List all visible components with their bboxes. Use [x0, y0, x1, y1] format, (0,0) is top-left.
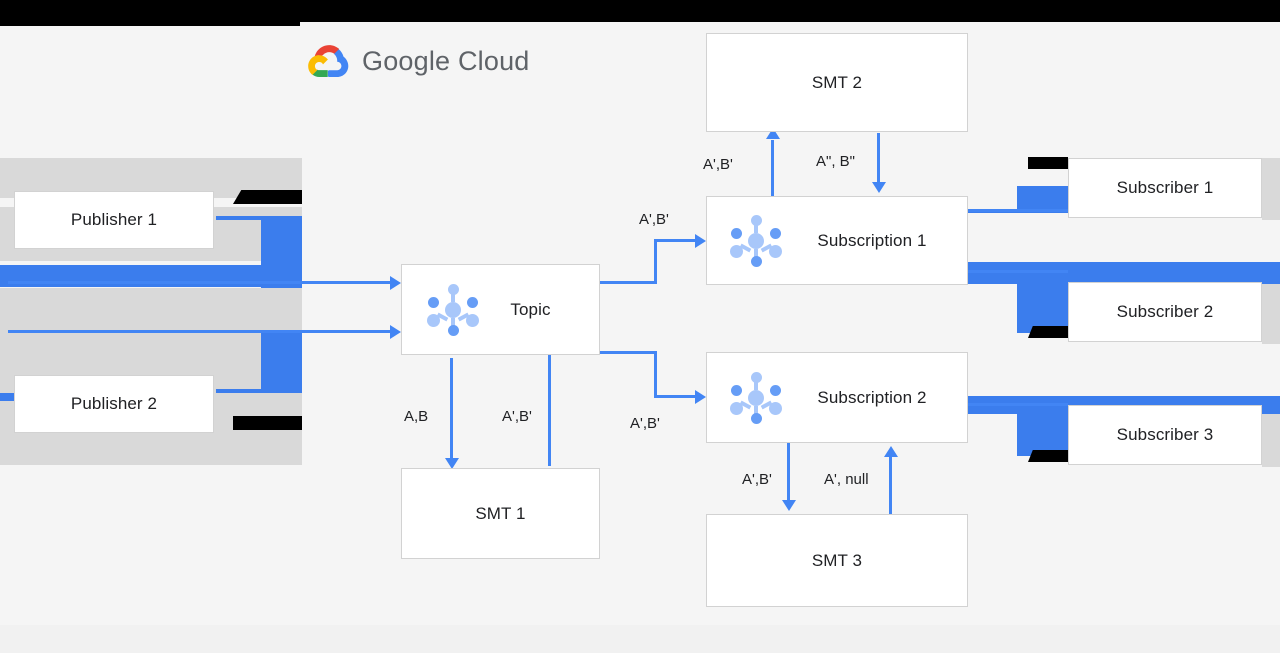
- occlusion-sliver: [1262, 405, 1280, 467]
- edge-smt3-sub2: [889, 456, 892, 518]
- node-subscriber-3[interactable]: Subscriber 3: [1068, 405, 1262, 465]
- edge-sub2-smt3: [787, 443, 790, 505]
- node-subscriber-1[interactable]: Subscriber 1: [1068, 158, 1262, 218]
- top-redaction-bar: [0, 0, 1280, 26]
- node-subscriber-2[interactable]: Subscriber 2: [1068, 282, 1262, 342]
- node-label: Subscription 1: [817, 230, 927, 250]
- node-subscription-2[interactable]: Subscription 2: [706, 352, 968, 443]
- edge-topic-smt1: [450, 358, 453, 463]
- redaction-bar: [1028, 450, 1068, 462]
- node-label: SMT 1: [475, 503, 526, 523]
- edge-topic-sub1: [600, 281, 657, 284]
- arrow-artifact-block: [1017, 186, 1070, 212]
- node-smt-2[interactable]: SMT 2: [706, 33, 968, 132]
- edge-label-topic-smt1: A,B: [404, 408, 429, 425]
- edge-label-topic-sub2: A',B': [630, 415, 660, 432]
- redaction-bar: [1028, 326, 1068, 338]
- edge-publisher2-topic: [8, 330, 398, 333]
- edge-label-smt1-topic: A',B': [502, 408, 532, 425]
- redaction-bar: [233, 416, 302, 430]
- node-label: Topic: [510, 299, 551, 319]
- arrow-artifact-block: [261, 331, 302, 393]
- occlusion-band: [0, 288, 302, 363]
- edge-sub2-subscriber2: [968, 270, 1068, 273]
- edge-label-smt2-sub1: A", B": [816, 153, 855, 170]
- edge-arrowhead: [766, 128, 780, 139]
- node-label: Subscriber 1: [1116, 178, 1214, 197]
- pubsub-hub-icon: [426, 283, 480, 337]
- edge-arrowhead: [445, 458, 459, 469]
- edge-label-smt3-sub2: A', null: [824, 471, 869, 488]
- top-bar-notch: [300, 22, 1280, 28]
- edge-arrowhead: [872, 182, 886, 193]
- node-label: Publisher 1: [70, 210, 158, 229]
- occlusion-sliver: [1262, 158, 1280, 220]
- google-cloud-logo: Google Cloud: [308, 42, 530, 80]
- node-topic[interactable]: Topic: [401, 264, 600, 355]
- edge-arrowhead: [782, 500, 796, 511]
- node-label: SMT 2: [811, 72, 863, 92]
- arrow-artifact-block: [1017, 262, 1070, 332]
- redaction-bar: [1028, 157, 1068, 169]
- edge-publisher1-topic: [8, 281, 398, 284]
- edge-arrowhead: [695, 390, 706, 404]
- pubsub-hub-icon: [729, 371, 783, 425]
- occlusion-band: [0, 363, 302, 370]
- edge-sub2-subscriber3: [968, 403, 1068, 406]
- edge-sub1-subscriber1: [968, 209, 1068, 212]
- arrow-artifact-block: [1017, 396, 1070, 456]
- edge-label-topic-sub1: A',B': [639, 211, 669, 228]
- edge-arrowhead: [695, 234, 706, 248]
- node-subscription-1[interactable]: Subscription 1: [706, 196, 968, 285]
- node-smt-1[interactable]: SMT 1: [401, 468, 600, 559]
- node-publisher-2[interactable]: Publisher 2: [14, 375, 214, 433]
- node-label: Subscriber 3: [1116, 425, 1214, 444]
- node-label: Subscription 2: [817, 387, 927, 407]
- page-footer-strip: [0, 625, 1280, 653]
- node-label: Subscriber 2: [1116, 302, 1214, 321]
- redaction-bar: [233, 190, 302, 204]
- node-label: Publisher 2: [70, 394, 158, 413]
- edge-sub1-smt2: [771, 140, 774, 196]
- node-label: SMT 3: [811, 550, 863, 570]
- edge-arrowhead: [884, 446, 898, 457]
- node-publisher-1[interactable]: Publisher 1: [14, 191, 214, 249]
- arrow-artifact-bar: [968, 262, 1280, 284]
- edge-label-sub1-smt2: A',B': [703, 156, 733, 173]
- edge-smt2-sub1: [877, 133, 880, 187]
- edge-topic-sub1: [654, 239, 699, 242]
- edge-label-sub2-smt3: A',B': [742, 471, 772, 488]
- arrow-artifact-bar: [216, 389, 302, 393]
- edge-smt1-topic: [548, 278, 551, 466]
- arrow-artifact-bar: [216, 216, 302, 220]
- edge-topic-sub2: [654, 351, 657, 397]
- arrow-artifact-bar: [0, 393, 14, 401]
- edge-arrowhead: [390, 276, 401, 290]
- node-smt-3[interactable]: SMT 3: [706, 514, 968, 607]
- edge-arrowhead: [390, 325, 401, 339]
- edge-topic-sub1: [654, 239, 657, 284]
- google-cloud-wordmark: Google Cloud: [362, 45, 530, 76]
- edge-topic-sub2: [600, 351, 657, 354]
- arrow-artifact-block: [261, 219, 302, 288]
- occlusion-sliver: [1262, 282, 1280, 344]
- google-cloud-logo-icon: [308, 42, 352, 80]
- edge-topic-sub2: [654, 395, 699, 398]
- pubsub-hub-icon: [729, 214, 783, 268]
